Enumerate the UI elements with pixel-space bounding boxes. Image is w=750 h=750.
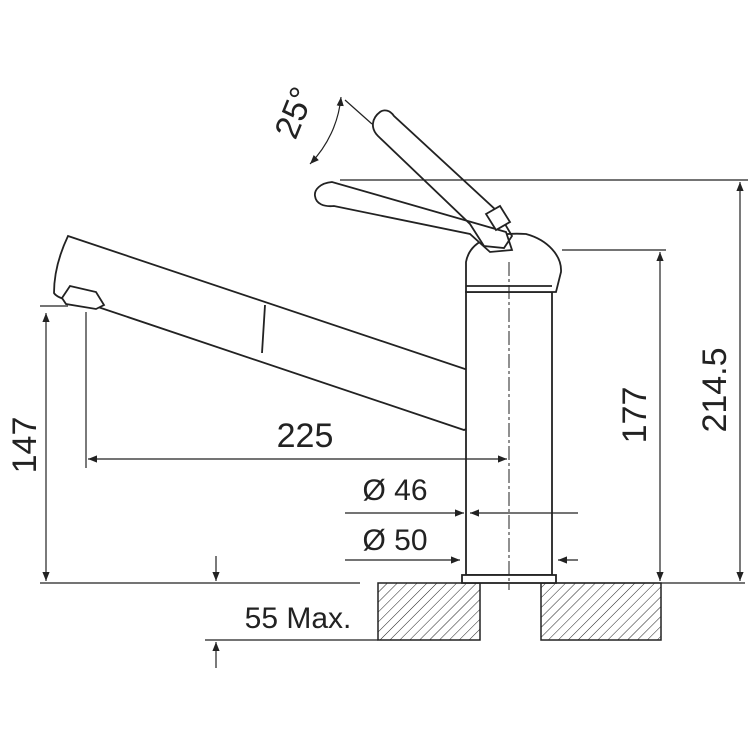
body-height-label: 177 <box>616 387 654 444</box>
countertop-thickness-label: 55 Max. <box>245 602 352 635</box>
spout-height-label: 147 <box>6 417 44 474</box>
spout <box>53 234 483 431</box>
reach-label: 225 <box>277 417 334 455</box>
total-height-label: 214.5 <box>696 347 734 432</box>
lever-open <box>372 109 514 249</box>
angle-arc <box>309 96 344 165</box>
lever-closed <box>314 181 514 253</box>
outer-diameter-label: Ø 50 <box>362 524 427 557</box>
countertop-right <box>540 582 662 641</box>
countertop-left <box>377 582 481 641</box>
angle-label: 25° <box>268 82 322 144</box>
faucet <box>53 109 562 584</box>
aerator <box>60 284 106 310</box>
inner-diameter-label: Ø 46 <box>362 474 427 507</box>
spout-joint <box>261 304 266 354</box>
dimension-lines <box>40 96 748 668</box>
countertop <box>377 582 662 641</box>
